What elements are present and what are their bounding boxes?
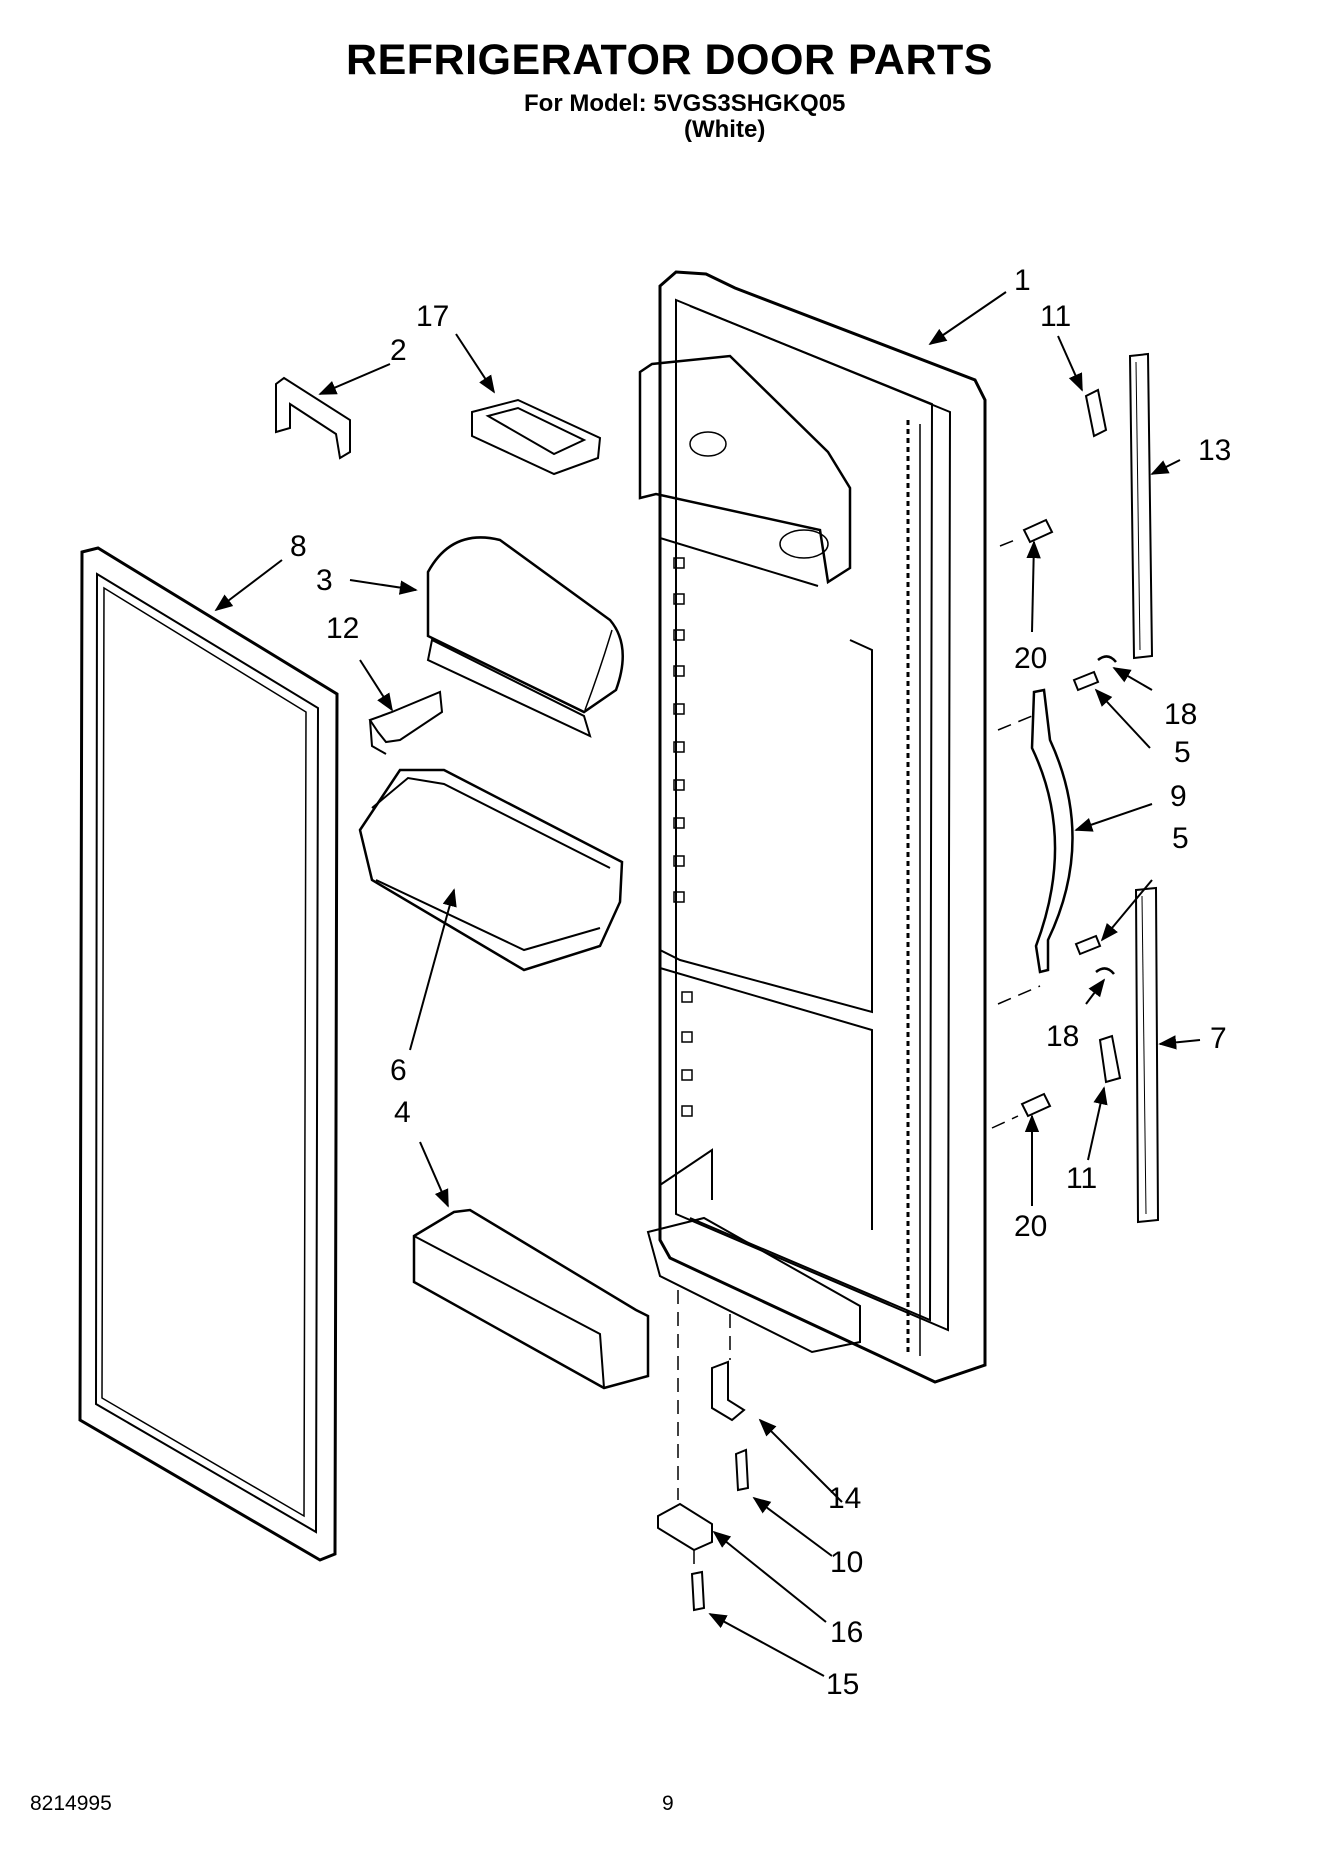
part-clip-18-bottom (1095, 967, 1115, 975)
callout-4: 4 (394, 1096, 411, 1129)
callout-17: 17 (416, 300, 449, 333)
part-clip-11-bottom (1098, 1034, 1122, 1084)
part-screw-20-bottom (1020, 1092, 1052, 1118)
callout-15: 15 (826, 1668, 859, 1701)
shelf-rail-dimples (673, 557, 693, 1117)
leader-arrows (214, 291, 1201, 1677)
part-handle-9 (1030, 688, 1074, 974)
part-small-tray-17 (471, 398, 602, 476)
page-title: REFRIGERATOR DOOR PARTS (346, 36, 993, 84)
part-bracket-2 (275, 376, 351, 460)
callout-18-top: 18 (1164, 698, 1197, 731)
callout-18-bottom: 18 (1046, 1020, 1079, 1053)
callout-13: 13 (1198, 434, 1231, 467)
callout-20-bottom: 20 (1014, 1210, 1047, 1243)
part-clip-11-top (1084, 388, 1108, 438)
variant-label: (White) (684, 116, 766, 143)
part-door-gasket (78, 546, 339, 1562)
part-clip-12 (368, 690, 444, 755)
part-screw-20-top (1022, 518, 1054, 544)
part-hinge-16 (657, 1502, 713, 1552)
page-number: 9 (662, 1792, 674, 1815)
callout-3: 3 (316, 564, 333, 597)
part-clip-18-top (1097, 655, 1117, 663)
part-screw-5-bottom (1074, 934, 1102, 956)
part-door-bin-6 (358, 768, 624, 972)
callout-16: 16 (830, 1616, 863, 1649)
callout-12: 12 (326, 612, 359, 645)
callout-5-bottom: 5 (1172, 822, 1189, 855)
document-number: 8214995 (30, 1792, 112, 1815)
model-line: For Model: 5VGS3SHGKQ05 (524, 90, 846, 117)
part-dairy-bin-3 (426, 536, 624, 738)
part-bottom-bin-4 (412, 1208, 650, 1390)
callout-7: 7 (1210, 1022, 1227, 1055)
part-screw-10 (734, 1448, 750, 1492)
part-hinge-14 (711, 1360, 746, 1422)
callout-11-top: 11 (1040, 300, 1071, 333)
callout-5-top: 5 (1174, 736, 1191, 769)
callout-8: 8 (290, 530, 307, 563)
part-door-liner (638, 270, 987, 1384)
part-screw-5-top (1072, 670, 1100, 692)
callout-labels: 1 11 13 20 18 5 9 5 18 7 11 20 17 2 8 3 … (290, 264, 1231, 1701)
callout-14: 14 (828, 1482, 861, 1515)
part-trim-7 (1134, 886, 1160, 1224)
assembly-lines (677, 537, 1041, 1570)
part-trim-13 (1128, 352, 1154, 660)
callout-2: 2 (390, 334, 407, 367)
callout-11-bottom: 11 (1066, 1162, 1097, 1195)
callout-10: 10 (830, 1546, 863, 1579)
callout-20-top: 20 (1014, 642, 1047, 675)
callout-1: 1 (1014, 264, 1031, 297)
part-screw-15 (690, 1570, 706, 1612)
callout-9: 9 (1170, 780, 1187, 813)
callout-6: 6 (390, 1054, 407, 1087)
